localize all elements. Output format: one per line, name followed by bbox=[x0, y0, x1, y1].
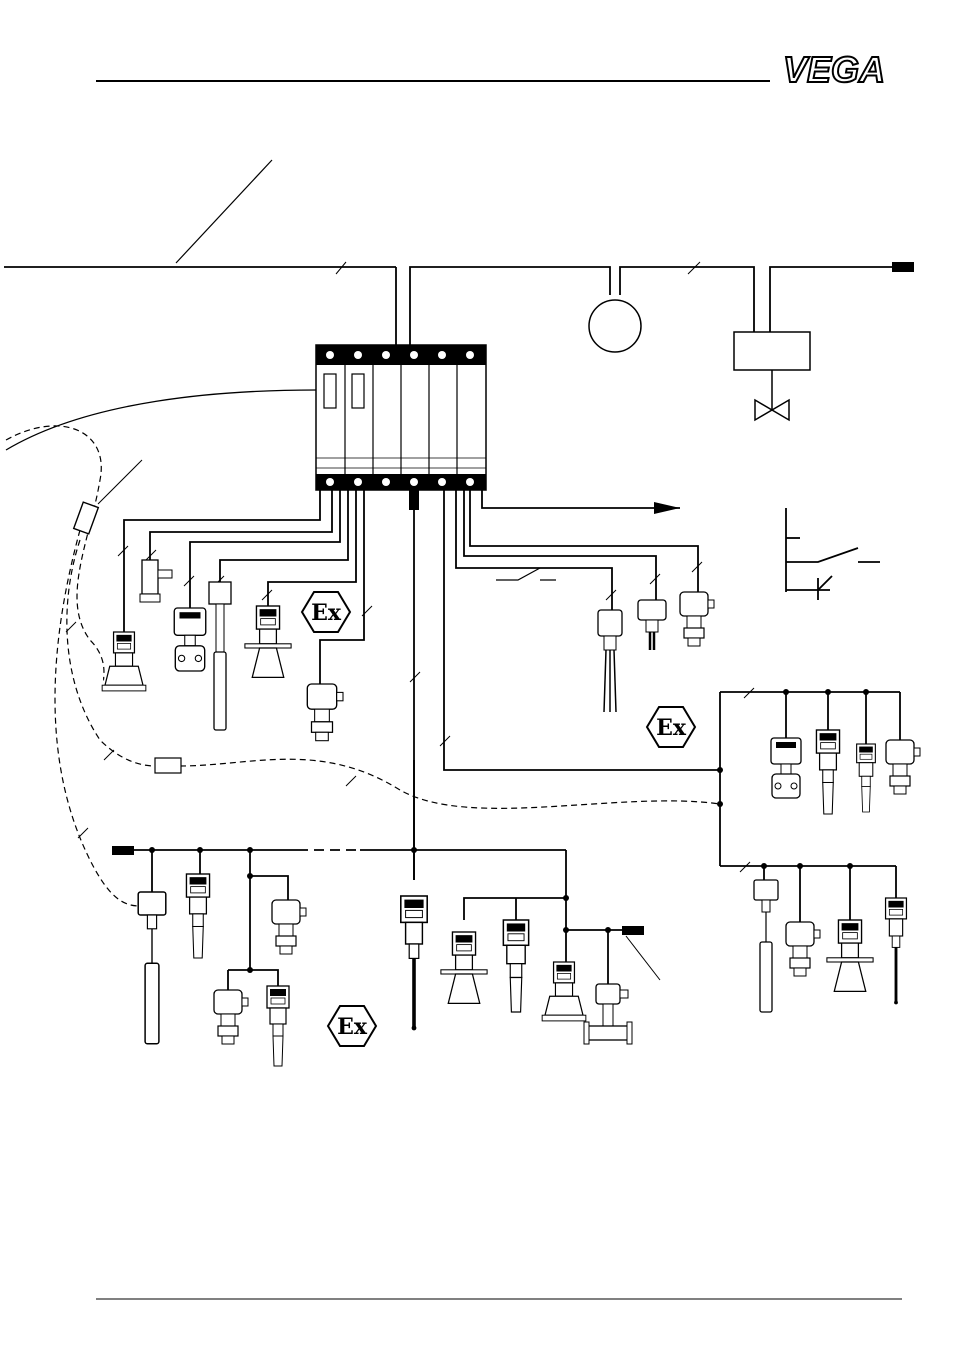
ultrasonic-sensor-left bbox=[102, 632, 146, 691]
svg-text:Ex: Ex bbox=[656, 715, 687, 741]
bus-terminator-top bbox=[892, 262, 914, 272]
ex-mark-right: Ex bbox=[647, 707, 695, 747]
handheld-device bbox=[74, 502, 99, 534]
pump-symbol bbox=[589, 300, 641, 352]
ex-mark-bottom: Ex bbox=[328, 1006, 376, 1046]
ultrasonic-bus-sensor bbox=[542, 962, 586, 1021]
rod-guided-ex-sensor bbox=[886, 898, 907, 1004]
flow-sensor bbox=[584, 984, 632, 1044]
vibrating-fork-sensor bbox=[209, 582, 231, 730]
fork-bus-sensor bbox=[186, 874, 209, 958]
bus-terminator-right bbox=[622, 926, 644, 935]
bottom-bus-nodes bbox=[149, 847, 611, 973]
rod-bus-sensor bbox=[267, 986, 289, 1066]
handheld-pointer bbox=[98, 460, 142, 504]
bus-connector-rack bbox=[409, 490, 419, 510]
horn-bus-sensor bbox=[503, 920, 528, 1012]
diff-pressure-sensor bbox=[174, 608, 206, 671]
pressure-ex-sensor-2 bbox=[786, 922, 820, 976]
conductive-probe-sensor bbox=[598, 610, 622, 712]
top-bus-lines bbox=[4, 160, 892, 345]
svg-text:Ex: Ex bbox=[337, 1014, 368, 1040]
radar-ex-sensor bbox=[827, 920, 873, 991]
radar-bus-sensor bbox=[441, 932, 487, 1003]
vega-logo: VEGA bbox=[783, 49, 885, 90]
switch-contact bbox=[496, 568, 556, 580]
hydrostatic-probe-ex bbox=[754, 880, 778, 1012]
serial-cable bbox=[6, 390, 316, 450]
rod-guided-bus-sensor bbox=[401, 896, 427, 1030]
pressure-bus-sensor-2 bbox=[214, 990, 248, 1044]
line-ticks-rightbus bbox=[740, 688, 754, 872]
radar-horn-sensor-left bbox=[245, 606, 291, 677]
pressure-switch-sensor bbox=[680, 592, 714, 646]
rack-controller bbox=[316, 345, 486, 490]
rod-ex-sensor bbox=[857, 744, 876, 812]
right-ex-bus bbox=[720, 692, 900, 922]
field-device-small bbox=[155, 758, 181, 773]
pressure-ex-sensor bbox=[886, 740, 920, 794]
bus-terminator-left bbox=[112, 846, 134, 855]
tank-symbol bbox=[734, 332, 810, 370]
hydrostatic-probe-bus bbox=[138, 892, 166, 1044]
fork-horn-ex-sensor bbox=[816, 730, 839, 814]
signal-arrow bbox=[654, 502, 680, 514]
bottom-fieldbus bbox=[134, 850, 660, 990]
diff-pressure-ex-sensor bbox=[771, 738, 801, 798]
fork-sensor-small bbox=[638, 600, 666, 650]
svg-text:Ex: Ex bbox=[311, 600, 342, 626]
left-wiring bbox=[124, 490, 414, 880]
ex-mark-top: Ex bbox=[302, 592, 350, 632]
limit-switch-sensor bbox=[140, 560, 172, 602]
pressure-bus-sensor bbox=[272, 900, 306, 954]
pressure-sensor-ex bbox=[307, 684, 343, 741]
